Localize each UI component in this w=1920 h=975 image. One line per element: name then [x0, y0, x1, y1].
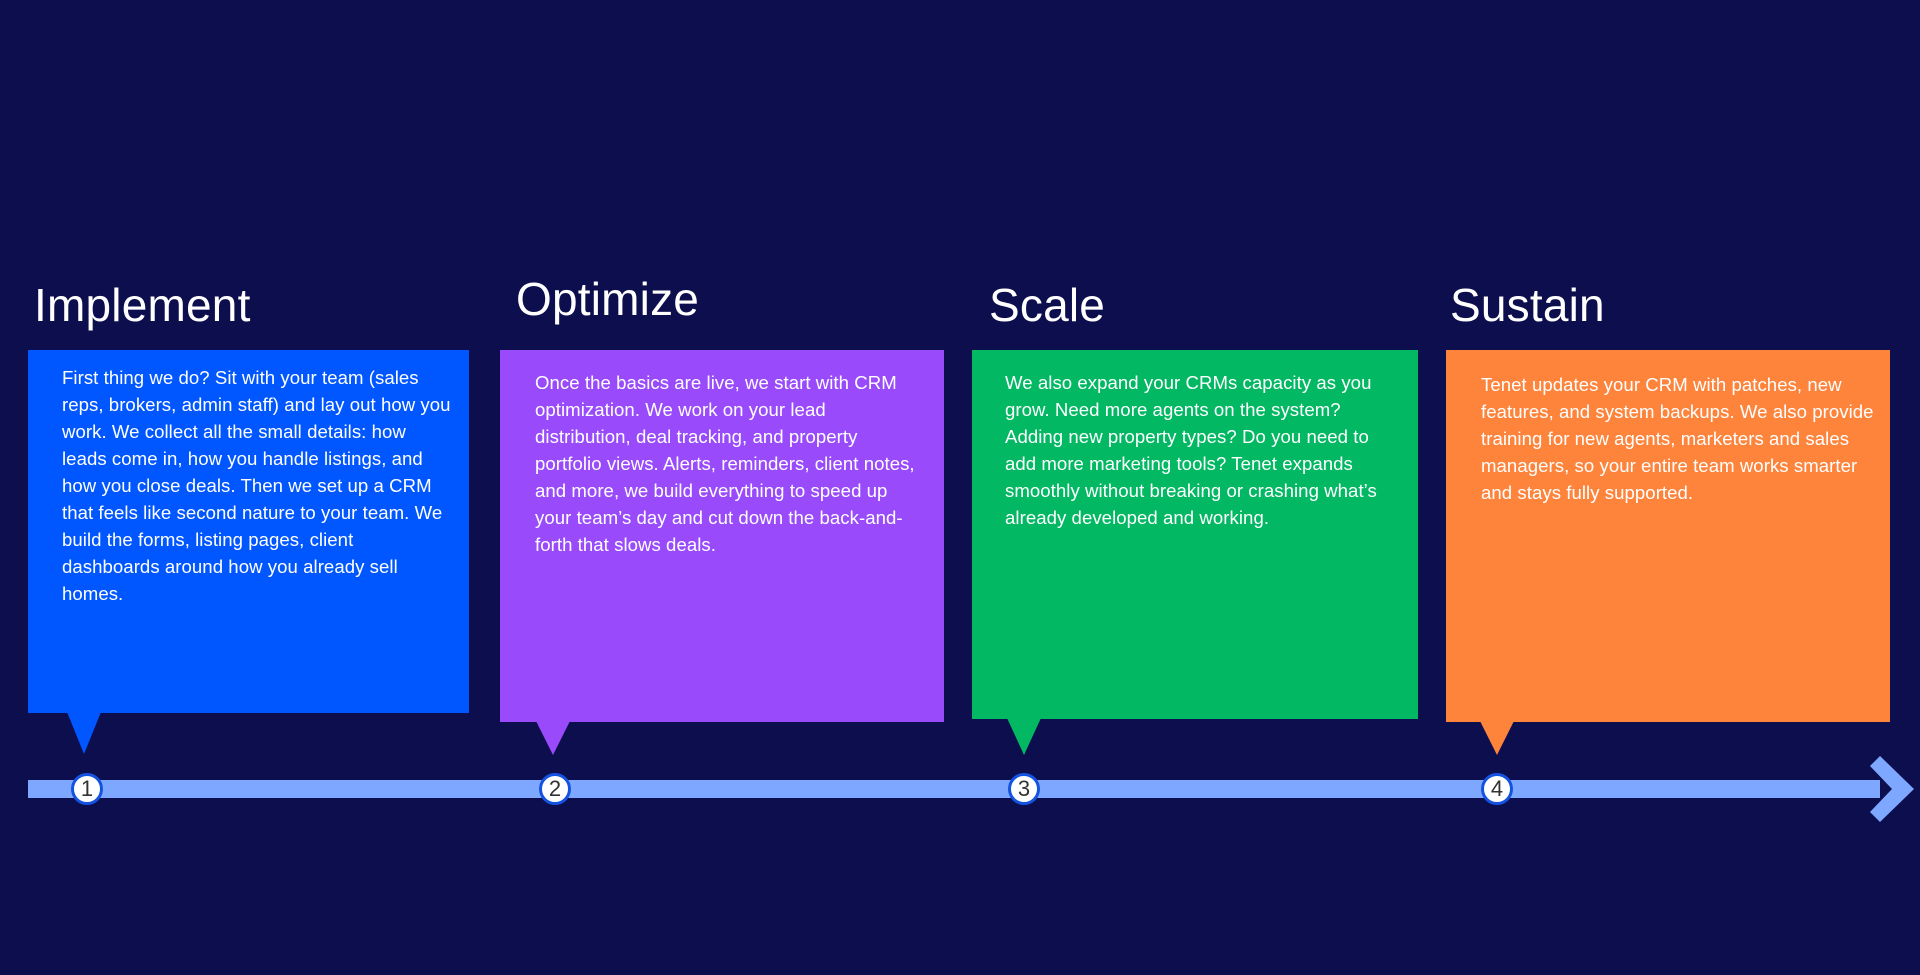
callout-pointer — [67, 712, 101, 754]
stage-title: Implement — [34, 279, 251, 331]
arrow-right-icon — [1870, 756, 1914, 822]
stage-card: Tenet updates your CRM with patches, new… — [1446, 350, 1890, 722]
stage-description: Tenet updates your CRM with patches, new… — [1481, 374, 1874, 503]
stage-title: Sustain — [1450, 279, 1605, 331]
timeline-bar — [28, 780, 1880, 798]
stage-description: We also expand your CRMs capacity as you… — [1005, 372, 1377, 528]
callout-pointer — [1480, 721, 1514, 755]
step-marker-2: 2 — [539, 773, 571, 805]
step-marker-3: 3 — [1008, 773, 1040, 805]
stage-card: Once the basics are live, we start with … — [500, 350, 944, 722]
step-marker-1: 1 — [71, 773, 103, 805]
callout-pointer — [1007, 718, 1041, 755]
stage-title: Scale — [989, 279, 1106, 331]
stage-description: Once the basics are live, we start with … — [535, 372, 915, 555]
stage-card: We also expand your CRMs capacity as you… — [972, 350, 1418, 719]
stage-title: Optimize — [516, 273, 700, 325]
stage-card: First thing we do? Sit with your team (s… — [28, 350, 469, 713]
step-marker-4: 4 — [1481, 773, 1513, 805]
stage-description: First thing we do? Sit with your team (s… — [62, 367, 451, 604]
callout-pointer — [536, 721, 570, 755]
